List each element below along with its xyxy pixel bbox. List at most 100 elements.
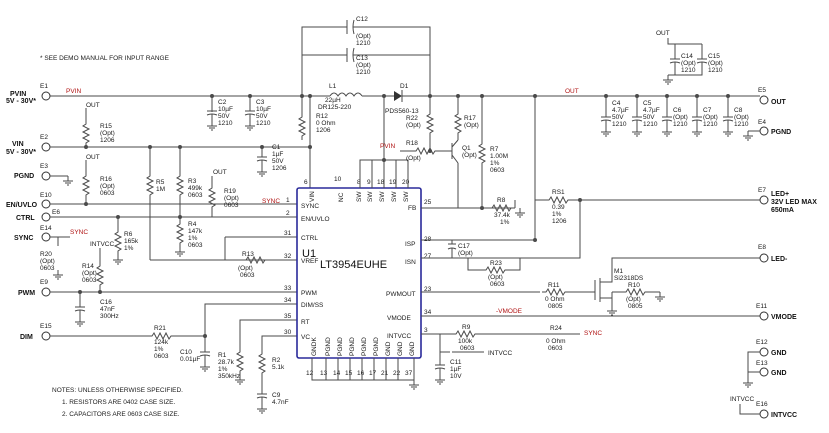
- svg-text:R8: R8: [497, 197, 506, 204]
- svg-text:50V: 50V: [256, 113, 268, 120]
- svg-text:(Opt): (Opt): [703, 114, 718, 121]
- ic-part: LT3954EUHE: [320, 259, 387, 271]
- svg-text:R18: R18: [406, 140, 418, 147]
- svg-text:1%: 1%: [124, 245, 134, 252]
- svg-text:50V: 50V: [643, 114, 655, 121]
- terminal-e16[interactable]: E16 INTVCC: [756, 401, 797, 419]
- terminal-e6[interactable]: E6 CTRL: [16, 209, 60, 222]
- svg-text:1210: 1210: [256, 120, 271, 127]
- svg-text:PGND: PGND: [771, 129, 791, 136]
- svg-text:5V - 30V*: 5V - 30V*: [6, 98, 36, 105]
- svg-text:SW: SW: [367, 191, 374, 202]
- svg-text:1.00M: 1.00M: [490, 153, 508, 160]
- terminal-e12[interactable]: E12 GND: [756, 339, 787, 357]
- svg-text:18: 18: [377, 179, 385, 186]
- svg-text:(Opt): (Opt): [100, 183, 115, 190]
- d1-ref: D1: [400, 83, 409, 90]
- svg-text:(Opt): (Opt): [406, 155, 421, 162]
- svg-text:R4: R4: [188, 221, 197, 228]
- terminal-e1[interactable]: E1 PVIN 5V - 30V*: [6, 83, 51, 105]
- svg-text:PWM: PWM: [18, 290, 35, 297]
- svg-text:R11: R11: [548, 282, 560, 289]
- svg-text:SW: SW: [356, 191, 363, 202]
- svg-text:PWMOUT: PWMOUT: [386, 291, 416, 298]
- terminal-e5[interactable]: E5 OUT: [758, 87, 787, 106]
- svg-text:GND: GND: [409, 341, 416, 356]
- svg-text:C5: C5: [643, 100, 652, 107]
- terminal-e11[interactable]: E11 VMODE: [756, 303, 797, 321]
- c17-label: C17 (Opt): [458, 243, 473, 257]
- svg-text:R16: R16: [100, 176, 112, 183]
- svg-text:C11: C11: [450, 359, 462, 366]
- c9-label: C9 4.7nF: [272, 392, 289, 406]
- svg-text:VC: VC: [301, 334, 310, 341]
- terminal-e3[interactable]: E3 PGND: [14, 163, 51, 181]
- r3-label: R3 499k 0603: [188, 178, 203, 199]
- svg-text:C9: C9: [272, 392, 281, 399]
- terminal-e15[interactable]: E15 DIM: [20, 323, 52, 341]
- r11-label: R11 0 Ohm 0805: [545, 282, 565, 310]
- svg-text:10µF: 10µF: [256, 106, 271, 113]
- svg-text:Si2318DS: Si2318DS: [614, 275, 644, 282]
- svg-text:(Opt): (Opt): [100, 130, 115, 137]
- svg-text:350kHz: 350kHz: [218, 373, 240, 380]
- terminal-e4[interactable]: E4 PGND: [758, 119, 791, 136]
- svg-text:3: 3: [424, 327, 428, 334]
- terminal-e10[interactable]: E10 EN/UVLO: [6, 192, 52, 209]
- rs1-label: RS1 0.39 1% 1206: [552, 189, 567, 225]
- ic-ref: U1: [302, 248, 316, 260]
- out-label-1: OUT: [86, 102, 100, 109]
- svg-text:13: 13: [320, 370, 328, 377]
- svg-text:1210: 1210: [356, 69, 371, 76]
- svg-text:E15: E15: [40, 323, 52, 330]
- note-1: 1. RESISTORS ARE 0402 CASE SIZE.: [62, 399, 176, 406]
- ic-pins-top: 6 VIN 10 NC 8 SW 9 SW 18 SW 19 SW 20 SW: [304, 176, 410, 202]
- svg-text:R1: R1: [218, 352, 227, 359]
- svg-text:VIN: VIN: [12, 141, 24, 148]
- terminal-e14[interactable]: E14 SYNC: [14, 225, 52, 242]
- c7-label: C7 (Opt) 1210: [703, 107, 718, 128]
- svg-text:E4: E4: [758, 119, 766, 126]
- r18-label: R18 (Opt): [406, 140, 421, 162]
- svg-text:1206: 1206: [552, 218, 567, 225]
- svg-text:R20: R20: [40, 251, 52, 258]
- r20-label: R20 (Opt) 0603: [40, 251, 55, 272]
- svg-text:R14: R14: [82, 263, 94, 270]
- svg-text:RT: RT: [301, 319, 310, 326]
- svg-text:E11: E11: [756, 303, 767, 310]
- terminal-e2[interactable]: E2 VIN 5V - 30V*: [6, 134, 51, 156]
- svg-text:R13: R13: [242, 251, 254, 258]
- r22-label: R22 (Opt): [406, 115, 421, 129]
- svg-text:1%: 1%: [188, 235, 198, 242]
- inductor-l1: [329, 92, 363, 97]
- svg-text:R12: R12: [316, 113, 328, 120]
- svg-text:0603: 0603: [188, 242, 203, 249]
- svg-text:RS1: RS1: [552, 189, 565, 196]
- svg-text:8: 8: [357, 179, 361, 186]
- svg-text:C13: C13: [356, 55, 368, 62]
- svg-text:50V: 50V: [272, 158, 284, 165]
- r15-label: R15 (Opt) 1206: [100, 123, 115, 144]
- svg-text:SW: SW: [379, 191, 386, 202]
- svg-text:GND: GND: [771, 350, 787, 357]
- svg-text:0603: 0603: [188, 192, 203, 199]
- svg-text:(Opt): (Opt): [356, 62, 371, 69]
- svg-text:50V: 50V: [218, 113, 230, 120]
- svg-text:E7: E7: [758, 187, 766, 194]
- diode-d1: [394, 91, 402, 101]
- svg-text:C15: C15: [708, 53, 720, 60]
- svg-text:E6: E6: [52, 209, 60, 216]
- net-out: OUT: [565, 88, 579, 95]
- svg-text:M1: M1: [614, 268, 623, 275]
- terminal-e13[interactable]: E13 GND: [756, 360, 787, 377]
- svg-text:VREF: VREF: [301, 258, 318, 265]
- svg-text:ISP: ISP: [405, 241, 415, 248]
- terminal-e7[interactable]: E7 LED+ 32V LED MAX 650mA: [758, 187, 817, 214]
- svg-text:PGND: PGND: [14, 173, 34, 180]
- terminal-e9[interactable]: E9 PWM: [18, 279, 51, 297]
- svg-text:(Opt): (Opt): [708, 60, 723, 67]
- svg-text:1µF: 1µF: [450, 366, 461, 373]
- c4-label: C4 4.7µF 50V 1210: [612, 100, 629, 128]
- terminal-e8[interactable]: E8 LED-: [758, 244, 788, 263]
- svg-text:20: 20: [402, 179, 410, 186]
